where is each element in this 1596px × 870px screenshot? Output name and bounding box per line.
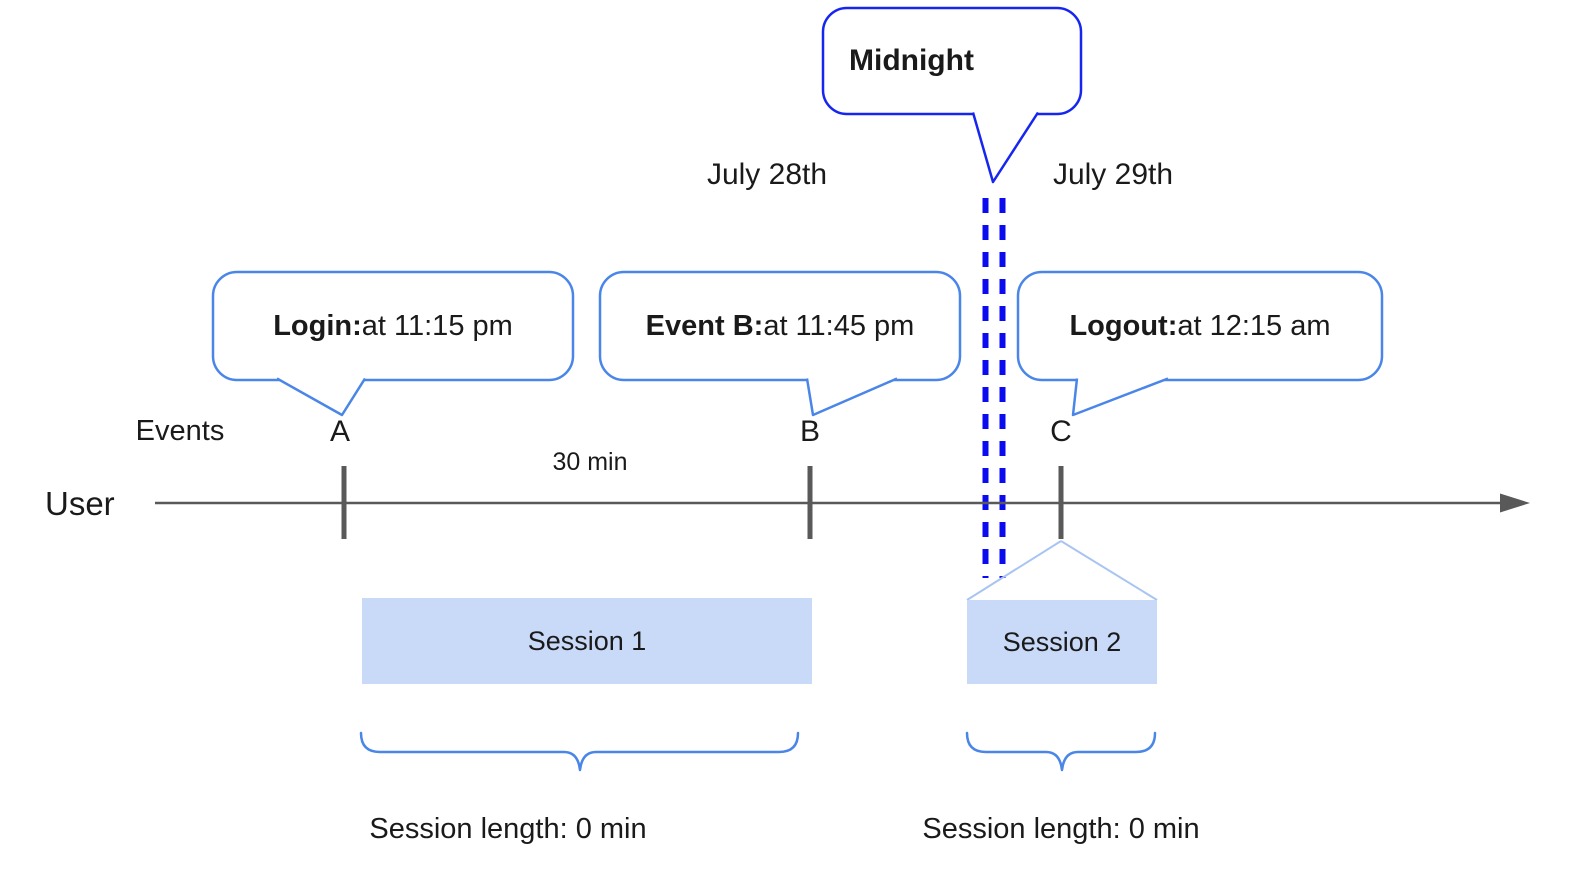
event-letter-c: C (1050, 415, 1072, 448)
session-1-brace (359, 731, 800, 772)
session-1-box: Session 1 (362, 598, 812, 684)
user-lane-label: User (45, 485, 115, 522)
interval-label-30-min: 30 min (552, 448, 628, 476)
event-b-bubble-text-rest: at 11:45 pm (763, 309, 915, 342)
logout-bubble-tail (1071, 377, 1169, 417)
event-b-bubble-text-bold: Event B: (645, 309, 764, 342)
logout-bubble (1016, 270, 1384, 382)
event-b-bubble (598, 270, 962, 382)
event-b-bubble-tail (805, 377, 898, 417)
event-letter-a: A (329, 415, 350, 448)
logout-bubble-text-rest: at 12:15 am (1177, 309, 1331, 342)
session-2-box: Session 2 (967, 600, 1157, 684)
session-1-length-label: Session length: 0 min (369, 813, 647, 845)
event-b-bubble-text: Event B: at 11:45 pm (600, 272, 960, 380)
midnight-bubble-tail (971, 111, 1040, 184)
session-2-length-label: Session length: 0 min (922, 813, 1200, 845)
timeline-arrowhead-icon (1500, 493, 1530, 513)
events-row-label: Events (135, 415, 225, 447)
midnight-bubble (821, 6, 1083, 116)
login-bubble (211, 270, 575, 382)
login-bubble-text-bold: Login: (273, 309, 362, 342)
midnight-bubble-text: Midnight (849, 44, 974, 77)
login-bubble-text-rest: at 11:15 pm (361, 309, 513, 342)
date-label-july-29: July 29th (1052, 158, 1174, 191)
logout-bubble-text-bold: Logout: (1069, 309, 1178, 342)
event-letter-b: B (799, 415, 820, 448)
login-bubble-tail (276, 377, 367, 417)
logout-bubble-text: Logout: at 12:15 am (1018, 272, 1382, 380)
date-label-july-28: July 28th (706, 158, 828, 191)
login-bubble-text: Login: at 11:15 pm (213, 272, 573, 380)
event-c-funnel-lines (966, 540, 1158, 601)
session-2-brace (965, 731, 1157, 772)
